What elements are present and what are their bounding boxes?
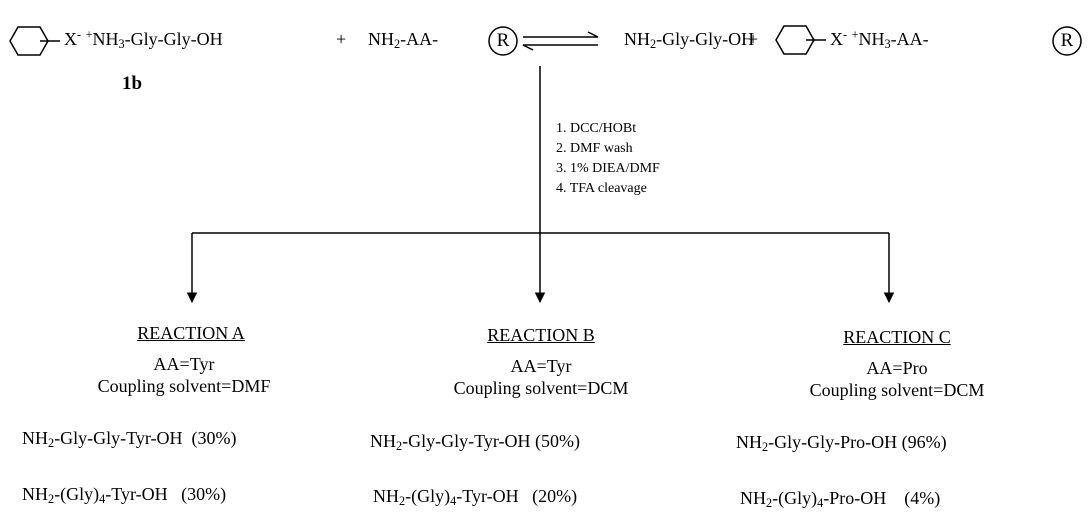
- condition-3: 3. 1% DIEA/DMF: [556, 161, 660, 176]
- resin-label-product: R: [1060, 30, 1074, 51]
- product2-formula: X- +NH3-AA-: [830, 27, 929, 52]
- condition-2: 2. DMF wash: [556, 141, 633, 156]
- reaction-b-title: REACTION B: [487, 325, 595, 345]
- resin-circle-reactant: [488, 26, 518, 56]
- resin-circle-product: [1052, 26, 1082, 56]
- reaction-a-title: REACTION A: [137, 323, 245, 343]
- plus-sign-2: +: [748, 29, 759, 49]
- plus-sign-1: +: [336, 29, 347, 49]
- reaction-b-product-1: NH2-Gly-Gly-Tyr-OH (50%): [370, 431, 580, 454]
- reaction-a-aa: AA=Tyr: [153, 354, 215, 374]
- reaction-b-solvent: Coupling solvent=DCM: [453, 378, 629, 398]
- reaction-c-product-2: NH2-(Gly)4-Pro-OH (4%): [740, 488, 941, 511]
- reaction-c-title: REACTION C: [843, 327, 951, 347]
- reaction-b-product-2: NH2-(Gly)4-Tyr-OH (20%): [373, 486, 578, 509]
- reaction-c-product-1: NH2-Gly-Gly-Pro-OH (96%): [736, 432, 947, 455]
- condition-4: 4. TFA cleavage: [556, 181, 647, 196]
- reaction-c-aa: AA=Pro: [866, 358, 928, 378]
- reaction-a-product-2: NH2-(Gly)4-Tyr-OH (30%): [22, 484, 227, 507]
- cyclohexane-ring-reactant: [9, 26, 49, 56]
- reactant1-formula: X- +NH3-Gly-Gly-OH: [64, 27, 223, 52]
- condition-1: 1. DCC/HOBt: [556, 121, 637, 136]
- product1-formula: NH2-Gly-Gly-OH: [624, 29, 755, 52]
- resin-label-reactant: R: [496, 30, 510, 51]
- cyclohexane-ring-product: [775, 25, 815, 55]
- reaction-a-solvent: Coupling solvent=DMF: [97, 376, 271, 396]
- reaction-b-aa: AA=Tyr: [510, 356, 572, 376]
- reaction-c-solvent: Coupling solvent=DCM: [809, 380, 985, 400]
- reaction-a-product-1: NH2-Gly-Gly-Tyr-OH (30%): [22, 428, 237, 451]
- compound-label: 1b: [122, 73, 143, 94]
- reactant2-formula: NH2-AA-: [368, 29, 439, 52]
